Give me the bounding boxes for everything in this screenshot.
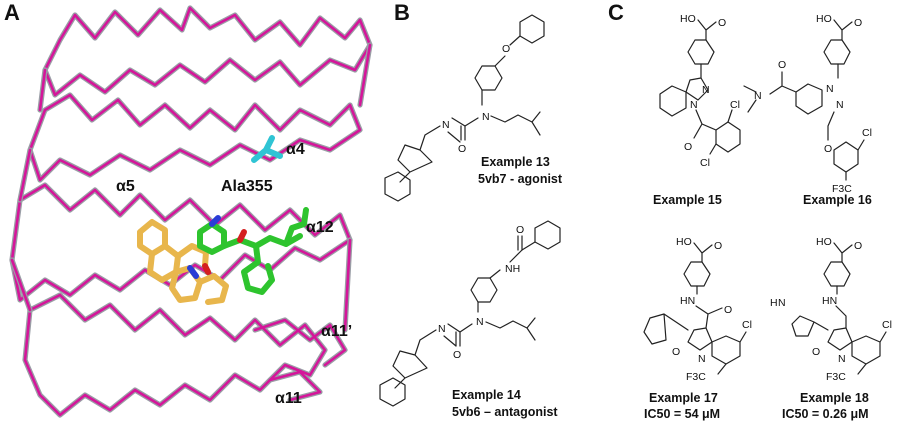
atom-n-ex17: N xyxy=(698,353,706,365)
caption-example-17: Example 17 xyxy=(649,391,718,405)
helix-label-a5: α5 xyxy=(116,178,135,195)
atom-o2-ex13: O xyxy=(458,143,466,155)
atom-cl-ex18: Cl xyxy=(882,319,892,331)
structure-example-18: HO O HN O N H N Cl F3C xyxy=(770,236,892,383)
helix-label-a12: α12 xyxy=(306,219,334,236)
caption-example-14-desc: 5vb6 – antagonist xyxy=(452,405,558,419)
atom-n3-ex16: N xyxy=(754,90,762,102)
structure-example-13: O N O N xyxy=(384,14,545,202)
atom-o-ex16: O xyxy=(854,17,862,29)
atom-cl-ex17: Cl xyxy=(742,319,752,331)
atom-o2-ex16: O xyxy=(778,59,786,71)
caption-example-18-ic50: IC50 = 0.26 μM xyxy=(782,407,869,421)
caption-example-16: Example 16 xyxy=(803,193,872,207)
atom-o-ex15: O xyxy=(718,17,726,29)
caption-example-14: Example 14 xyxy=(452,388,521,402)
ligand-heteroatoms xyxy=(187,263,211,279)
atom-o2-ex18: O xyxy=(812,346,820,358)
caption-example-13-desc: 5vb7 - agonist xyxy=(478,172,563,186)
atom-o-ex17: O xyxy=(714,240,722,252)
atom-cl1-ex15: Cl xyxy=(730,99,740,111)
atom-o3-ex16: O xyxy=(824,143,832,155)
atom-n2-ex15: N xyxy=(690,99,698,111)
atom-hn-ex18: HN xyxy=(822,295,837,307)
structure-example-15: HO O N N O Cl Cl xyxy=(659,13,741,169)
atom-ho-ex16: HO xyxy=(816,13,832,25)
atom-f3c-ex18: F3C xyxy=(826,371,846,383)
ligand-green-heteroatoms xyxy=(209,215,247,243)
helix-label-a11-prime: α11’ xyxy=(321,323,352,340)
atom-n1-ex15: N xyxy=(702,84,710,96)
atom-ho-ex15: HO xyxy=(680,13,696,25)
atom-n2-ex16: N xyxy=(836,99,844,111)
panel-c: C HO O N N O Cl Cl Example 15 HO O xyxy=(608,0,892,421)
residue-ala355-sticks xyxy=(251,135,283,163)
atom-n2-ex13: N xyxy=(442,119,450,131)
helix-label-a4: α4 xyxy=(286,141,305,158)
atom-n1-ex13: N xyxy=(482,111,490,123)
atom-o-ex18: O xyxy=(854,240,862,252)
atom-o2-ex14: O xyxy=(453,349,461,361)
atom-o3-ex17: O xyxy=(672,346,680,358)
atom-hn-ex17: HN xyxy=(680,295,695,307)
caption-example-13: Example 13 xyxy=(481,155,550,169)
atom-o-ex13: O xyxy=(502,43,510,55)
atom-cl-ex16: Cl xyxy=(862,127,872,139)
atom-o-ex14: O xyxy=(516,224,524,236)
panel-a-label: A xyxy=(4,0,20,25)
atom-h-ex18: H xyxy=(770,297,778,309)
protein-backbone-trace xyxy=(9,5,373,418)
helix-label-a11: α11 xyxy=(275,390,302,407)
caption-example-17-ic50: IC50 = 54 μM xyxy=(644,407,720,421)
atom-n1-ex16: N xyxy=(826,83,834,95)
atom-nh-ex14: NH xyxy=(505,263,520,275)
ligand-yellow-sticks xyxy=(137,219,229,305)
caption-example-18: Example 18 xyxy=(800,391,869,405)
panel-b: B O N O N Example 13 5vb7 xyxy=(379,0,563,419)
atom-n-ex18: N xyxy=(838,353,846,365)
atom-o2-ex15: O xyxy=(684,141,692,153)
atom-n1-ex14: N xyxy=(476,316,484,328)
panel-a: A xyxy=(4,0,373,418)
structure-example-17: HO O HN O O N Cl F3C xyxy=(643,236,752,383)
caption-example-15: Example 15 xyxy=(653,193,722,207)
panel-b-label: B xyxy=(394,0,410,25)
atom-ho-ex17: HO xyxy=(676,236,692,248)
atom-n2-ex14: N xyxy=(438,323,446,335)
structure-example-14: O NH N O N xyxy=(379,220,561,407)
atom-f3c-ex17: F3C xyxy=(686,371,706,383)
atom-ho-ex18: HO xyxy=(816,236,832,248)
atom-pyrrole-n-ex18: N xyxy=(778,297,786,309)
atom-cl2-ex15: Cl xyxy=(700,157,710,169)
residue-label-ala355: Ala355 xyxy=(221,178,273,195)
atom-f3c-ex16: F3C xyxy=(832,183,852,195)
atom-o2-ex17: O xyxy=(724,304,732,316)
structure-example-16: HO O N N O N O Cl F3C xyxy=(743,13,872,195)
panel-c-label: C xyxy=(608,0,624,25)
